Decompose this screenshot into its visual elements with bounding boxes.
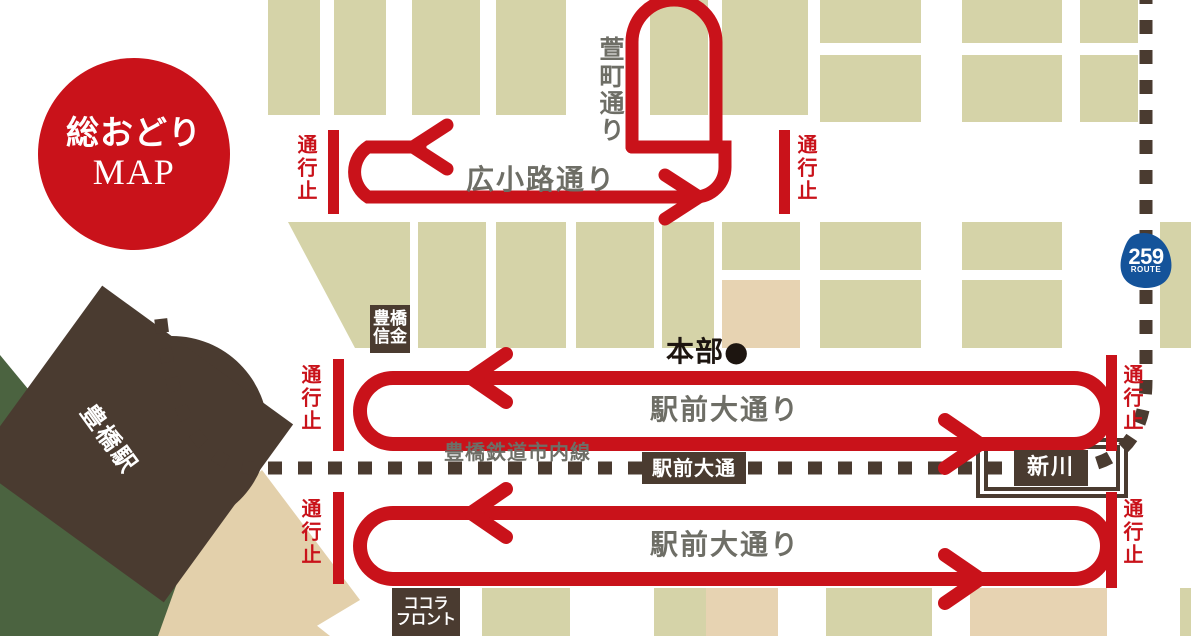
closure-bar — [328, 130, 339, 214]
route-259-shield — [1120, 232, 1172, 288]
logo-title-en: MAP — [92, 152, 176, 193]
city-block — [820, 55, 921, 122]
city-block — [496, 0, 566, 115]
closure-bar — [333, 359, 344, 451]
arrow-head-ekimae-lower-east — [938, 548, 987, 610]
city-block — [722, 0, 808, 115]
map-logo-badge: 総おどり MAP — [38, 58, 230, 250]
city-block — [820, 222, 921, 270]
station-building — [0, 285, 294, 603]
city-block — [962, 55, 1062, 122]
closure-bar — [333, 492, 344, 584]
arrow-head-ekimae-upper-east — [938, 413, 987, 475]
route-number: 259 — [1128, 244, 1164, 269]
city-block — [1080, 55, 1138, 122]
arrow-head-ekimae-upper-west — [464, 347, 513, 409]
closure-label-ekimae-lower-west: 通行止 — [298, 498, 322, 567]
closure-label-ekimae-upper-east: 通行止 — [1120, 364, 1144, 433]
city-block — [826, 588, 932, 636]
city-block — [1160, 222, 1191, 348]
closure-label-hirokoji-west: 通行止 — [294, 134, 318, 203]
city-block — [722, 222, 800, 270]
city-block — [962, 0, 1062, 43]
city-block — [962, 222, 1062, 270]
road-kayamachi — [625, 0, 723, 154]
city-block — [970, 588, 1107, 636]
poi-cocola-front[interactable]: ココラ フロント — [392, 588, 460, 636]
city-block — [418, 222, 486, 348]
city-block — [1180, 588, 1191, 636]
station-plaza-2 — [196, 470, 360, 636]
road-ekimae-upper — [353, 371, 1114, 451]
tram-stop-ekimaeodori[interactable]: 駅前大通 — [642, 452, 746, 484]
street-label-kayamachi: 萱町通り — [596, 36, 625, 144]
headquarters-marker: 本部● — [666, 330, 749, 370]
poi-toyohashi-shinkin[interactable]: 豊橋信金 — [370, 305, 410, 353]
city-block — [482, 588, 570, 636]
street-label-ekimae-lower: 駅前大通り — [650, 528, 801, 561]
city-block — [334, 0, 386, 115]
headquarters-dot-icon: ● — [724, 335, 750, 368]
city-block — [962, 280, 1062, 348]
route-shield-text: 259 ROUTE — [1119, 234, 1173, 286]
road-hirokoji-loop — [348, 140, 732, 204]
route-sublabel: ROUTE — [1130, 265, 1162, 274]
poi-label-line1: ココラ — [403, 594, 449, 613]
logo-title-jp: 総おどり — [66, 112, 202, 152]
street-label-ekimae-upper: 駅前大通り — [650, 393, 801, 426]
tram-stop-label: 駅前大通 — [652, 455, 736, 480]
city-block — [706, 588, 778, 636]
city-block — [1080, 0, 1138, 43]
closure-bar — [779, 130, 790, 214]
closure-bar — [1106, 355, 1117, 451]
road-ekimae-lower — [353, 506, 1114, 586]
headquarters-label: 本部 — [666, 335, 725, 368]
poi-label: 豊橋信金 — [373, 309, 407, 347]
street-label-hirokoji: 広小路通り — [466, 163, 617, 196]
closure-label-hirokoji-east: 通行止 — [794, 134, 818, 203]
closure-label-ekimae-upper-west: 通行止 — [298, 364, 322, 433]
city-block — [650, 0, 708, 115]
rail-line-label: 豊橋鉄道市内線 — [444, 440, 591, 464]
city-block — [820, 280, 921, 348]
city-block — [412, 0, 480, 115]
arrow-head-hirokoji-west — [406, 118, 454, 176]
road-hirokoji-top — [625, 140, 732, 162]
city-block — [654, 588, 706, 636]
city-block — [820, 0, 921, 43]
closure-label-ekimae-lower-east: 通行止 — [1120, 498, 1144, 567]
city-block — [576, 222, 654, 348]
city-block — [268, 0, 320, 115]
tram-stop-shinkawa[interactable]: 新川 — [1014, 450, 1088, 486]
city-block — [496, 222, 566, 348]
poi-label-line2: フロント — [395, 610, 456, 628]
arrow-head-hirokoji-east — [658, 168, 706, 226]
city-block-hq — [722, 280, 800, 348]
city-block — [662, 222, 714, 348]
arrow-head-ekimae-lower-west — [464, 482, 513, 544]
tram-stop-label: 新川 — [1026, 455, 1075, 481]
closure-bar — [1106, 492, 1117, 588]
